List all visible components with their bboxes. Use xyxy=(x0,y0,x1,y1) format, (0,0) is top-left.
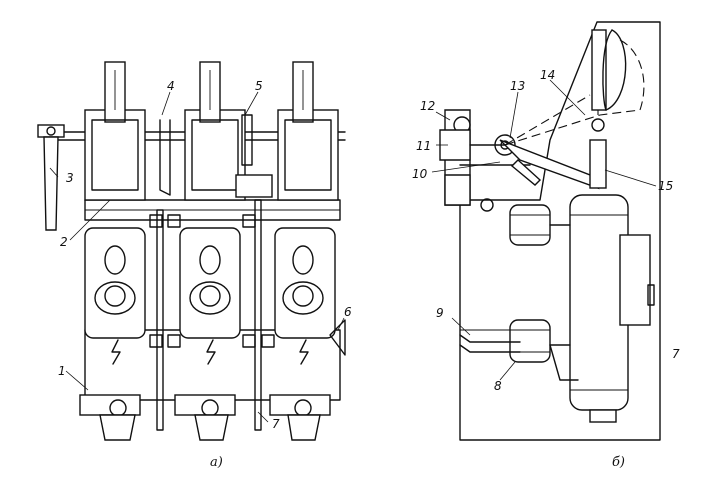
caption-b: б) xyxy=(612,455,625,470)
arc-chamber xyxy=(569,194,655,423)
pole-1 xyxy=(79,61,146,441)
drive-mechanism xyxy=(439,109,531,212)
barrier-2 xyxy=(254,199,262,431)
callout-10: 10 xyxy=(412,167,428,181)
contact-blade xyxy=(589,29,627,189)
callout-11: 11 xyxy=(416,139,431,153)
caption-a: а) xyxy=(210,455,223,470)
callout-6: 6 xyxy=(344,305,352,319)
lower-insulator xyxy=(509,319,579,381)
callout-3: 3 xyxy=(66,171,74,185)
callout-13: 13 xyxy=(510,79,525,93)
lever-alt-position xyxy=(504,109,641,146)
callout-15: 15 xyxy=(658,179,673,193)
callout-7-right: 7 xyxy=(672,347,680,361)
leader-lines xyxy=(49,79,657,423)
pole-2 xyxy=(174,61,246,441)
callout-labels: 1 2 3 4 5 6 7 7 8 9 10 11 12 13 14 15 xyxy=(58,68,680,431)
barrier-1 xyxy=(156,209,164,431)
callout-8: 8 xyxy=(494,379,502,393)
upper-insulator xyxy=(509,204,571,246)
callout-14: 14 xyxy=(540,68,555,82)
callout-12: 12 xyxy=(420,99,435,113)
callout-7-left: 7 xyxy=(272,417,280,431)
front-view xyxy=(37,61,346,441)
callout-2: 2 xyxy=(60,235,68,249)
mounting-panel xyxy=(459,21,661,441)
callout-5: 5 xyxy=(255,79,263,93)
callout-9: 9 xyxy=(436,306,444,320)
callout-4: 4 xyxy=(167,79,175,93)
handle xyxy=(37,124,65,231)
pole-3 xyxy=(269,61,346,441)
side-view xyxy=(439,21,661,441)
callout-1: 1 xyxy=(58,364,66,378)
